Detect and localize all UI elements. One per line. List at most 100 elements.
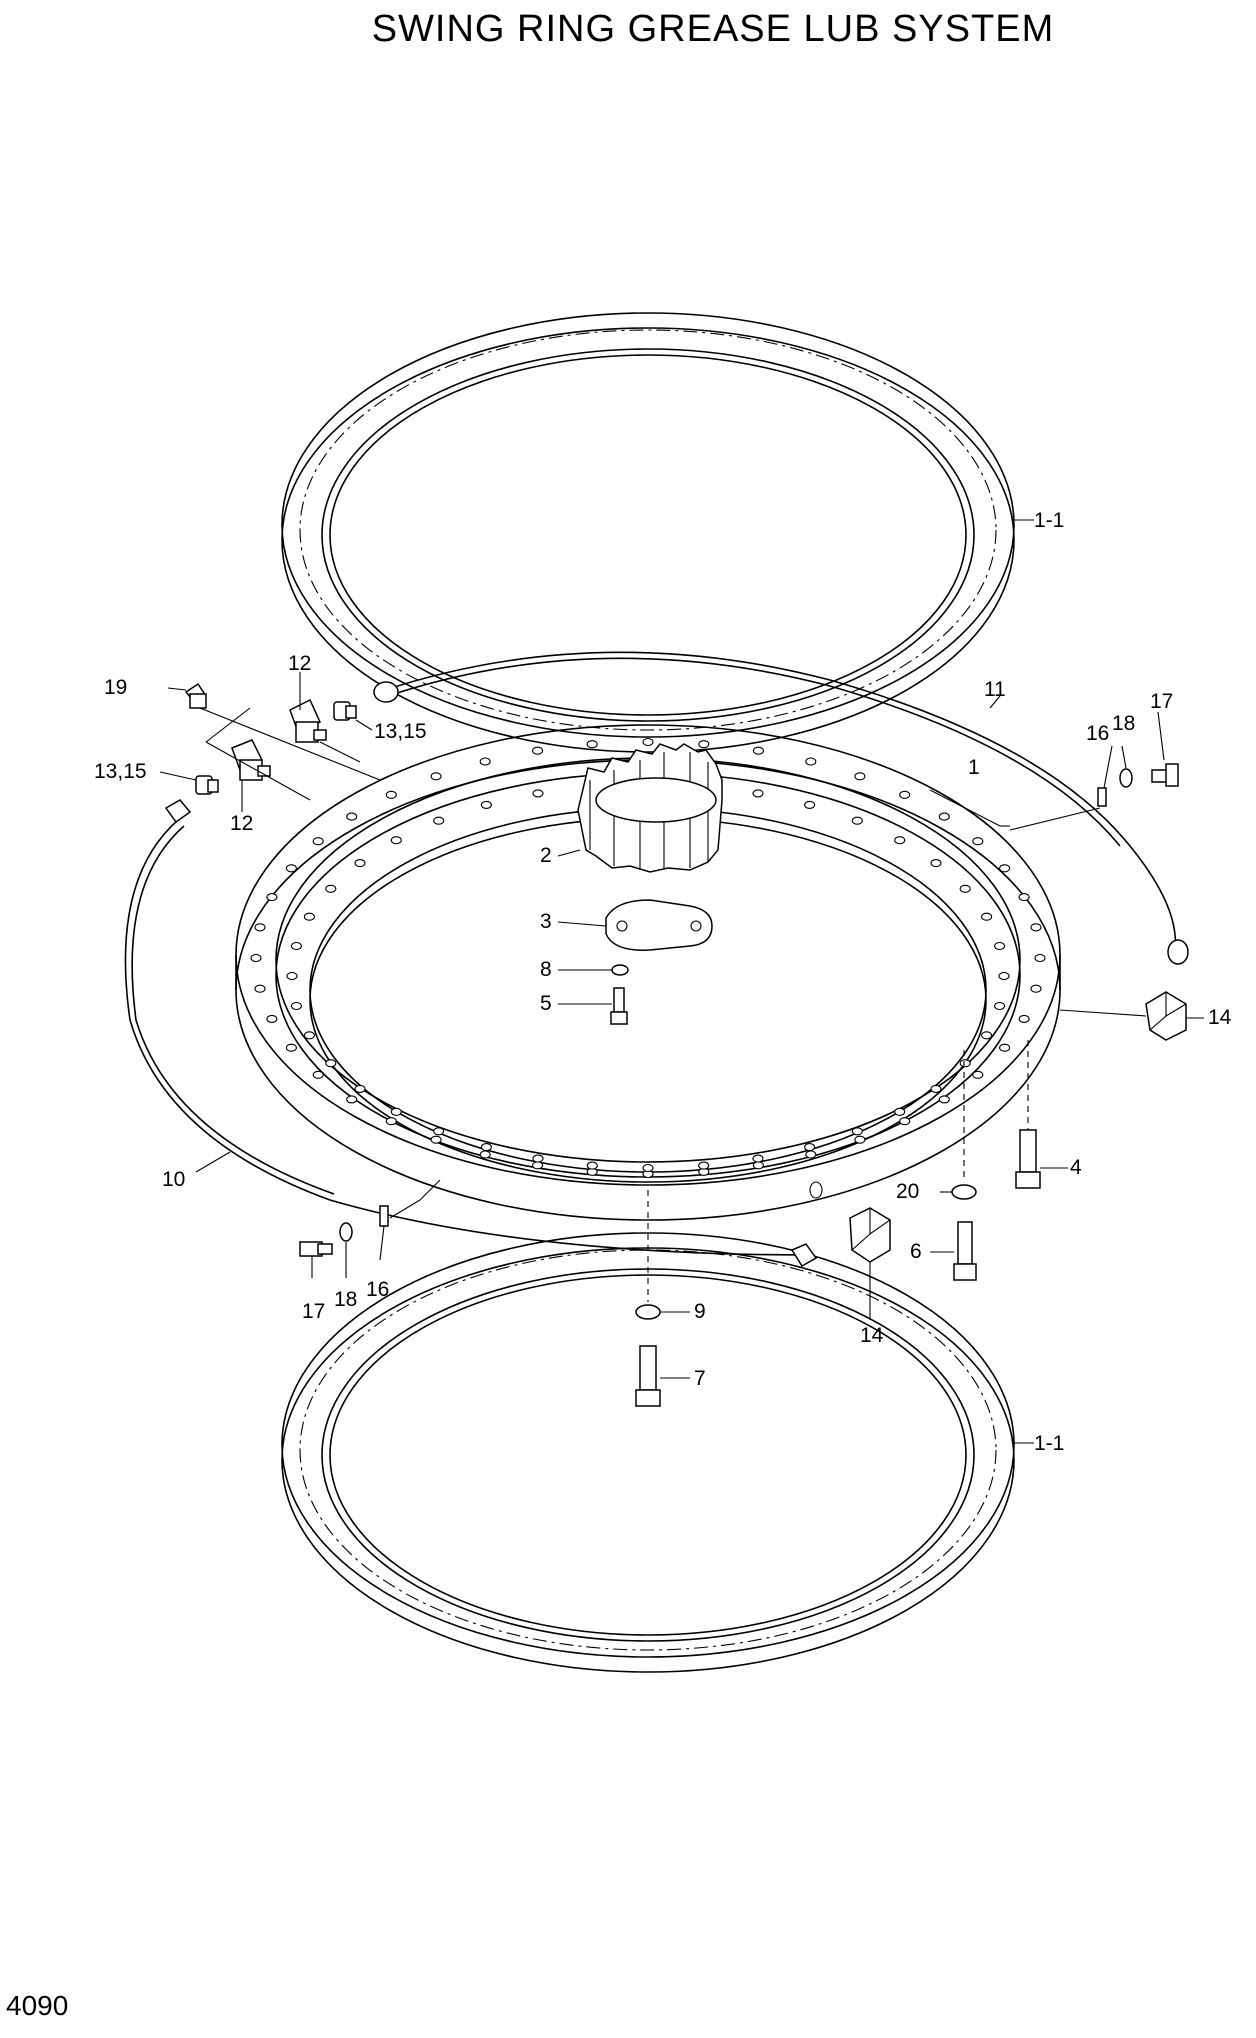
bolt-6	[953, 1221, 977, 1281]
outer-bolt-hole	[254, 923, 266, 932]
callout-16-bottom: 16	[366, 1278, 389, 1301]
inner-bolt-hole	[994, 941, 1006, 951]
outer-bolt-hole	[752, 746, 764, 755]
callout-5: 5	[540, 992, 552, 1015]
inner-bolt-hole	[433, 1127, 445, 1136]
pinion-gear	[577, 743, 723, 873]
inner-bolt-hole	[286, 971, 298, 981]
inner-bolt-hole	[390, 1107, 402, 1116]
callout-19: 19	[104, 676, 127, 699]
inner-bolt-hole	[642, 1163, 654, 1173]
inner-bolt-hole	[752, 789, 764, 798]
inner-bolt-hole	[981, 1031, 993, 1040]
bottom-seal-ring	[281, 1232, 1015, 1673]
outer-bolt-hole	[532, 746, 544, 755]
clamp-16-bottom	[379, 1205, 389, 1227]
outer-bolt-hole	[854, 1135, 866, 1144]
inner-bolt-hole	[894, 1107, 906, 1116]
callout-1: 1	[968, 756, 980, 779]
inner-bolt-hole	[981, 912, 993, 921]
bolt-4	[1015, 1129, 1041, 1189]
hose-end-right	[1167, 939, 1189, 965]
callout-1-1-top: 1-1	[1034, 509, 1064, 532]
cover-plate	[605, 899, 713, 951]
outer-bolt-hole	[938, 812, 950, 821]
inner-bolt-hole	[959, 884, 971, 893]
outer-bolt-hole	[899, 790, 911, 799]
grease-hose-10	[124, 819, 811, 1256]
washer-20	[951, 1184, 977, 1200]
outer-bolt-hole	[899, 1117, 911, 1126]
inner-bolt-hole	[586, 1161, 598, 1170]
inner-bolt-hole	[303, 1031, 315, 1040]
outer-bolt-hole	[854, 772, 866, 781]
outer-bolt-hole	[312, 837, 324, 846]
callout-16-right: 16	[1086, 722, 1109, 745]
outer-bolt-hole	[266, 893, 278, 902]
inner-bolt-hole	[930, 859, 942, 868]
inner-bolt-hole	[390, 836, 402, 845]
outer-bolt-hole	[1030, 923, 1042, 932]
diagram-title: SWING RING GREASE LUB SYSTEM	[371, 8, 1055, 50]
outer-bolt-hole	[479, 757, 491, 766]
outer-bolt-hole	[972, 1070, 984, 1079]
outer-bolt-hole	[1034, 953, 1046, 963]
adapter-13-15-top	[333, 681, 399, 721]
inner-bolt-hole	[354, 1084, 366, 1093]
outer-bolt-hole	[385, 1117, 397, 1126]
outer-bolt-hole	[1018, 893, 1030, 902]
outer-bolt-hole	[532, 1161, 544, 1170]
callout-18-right: 18	[1112, 712, 1135, 735]
outer-bolt-hole	[266, 1014, 278, 1023]
callout-9: 9	[694, 1300, 706, 1323]
callout-13-15-right: 13,15	[374, 720, 427, 743]
callout-17-right: 17	[1150, 690, 1173, 713]
inner-bolt-hole	[752, 1154, 764, 1163]
outer-bolt-hole	[752, 1161, 764, 1170]
o-ring-8	[611, 964, 629, 976]
callout-4: 4	[1070, 1156, 1082, 1179]
bolt-17-bottom	[299, 1241, 333, 1257]
outer-bolt-hole	[1030, 984, 1042, 993]
elbow-14-right	[1145, 991, 1187, 1041]
callout-6: 6	[910, 1240, 922, 1263]
outer-bolt-hole	[938, 1095, 950, 1104]
outer-bolt-hole	[999, 864, 1011, 873]
inner-bolt-hole	[994, 1001, 1006, 1011]
inner-bolt-hole	[804, 1143, 816, 1152]
callout-17-bottom: 17	[302, 1300, 325, 1323]
outer-bolt-hole	[642, 737, 654, 747]
callout-18-bottom: 18	[334, 1288, 357, 1311]
inner-bolt-hole	[804, 800, 816, 809]
washer-18-right	[1119, 768, 1133, 788]
bolt-7	[635, 1345, 661, 1407]
callout-13-15-left: 13,15	[94, 760, 147, 783]
inner-bolt-hole	[894, 836, 906, 845]
callout-3: 3	[540, 910, 552, 933]
outer-bolt-hole	[698, 740, 710, 749]
page-number: 4090	[6, 1990, 69, 2021]
callout-14-right: 14	[1208, 1006, 1232, 1029]
grease-hose-11	[384, 651, 1177, 951]
inner-bolt-hole	[998, 971, 1010, 981]
inner-bolt-hole	[480, 1143, 492, 1152]
callout-10: 10	[162, 1168, 185, 1191]
outer-bolt-hole	[346, 812, 358, 821]
outer-bolt-hole	[1018, 1014, 1030, 1023]
washer-18-bottom	[339, 1222, 353, 1242]
inner-bolt-hole	[290, 1001, 302, 1011]
bolt-17-right	[1151, 763, 1179, 787]
callout-7: 7	[694, 1367, 706, 1390]
inner-bolt-hole	[290, 941, 302, 951]
outer-bolt-hole	[805, 1150, 817, 1159]
top-seal-ring	[281, 312, 1015, 753]
hose-end-bottom	[790, 1243, 818, 1268]
inner-bolt-hole	[325, 1059, 337, 1068]
washer-9	[635, 1304, 661, 1320]
outer-bolt-hole	[430, 1135, 442, 1144]
callout-1-1-bottom: 1-1	[1034, 1432, 1064, 1455]
outer-bolt-hole	[999, 1043, 1011, 1052]
callout-12-top: 12	[288, 652, 311, 675]
inner-bolt-hole	[433, 816, 445, 825]
